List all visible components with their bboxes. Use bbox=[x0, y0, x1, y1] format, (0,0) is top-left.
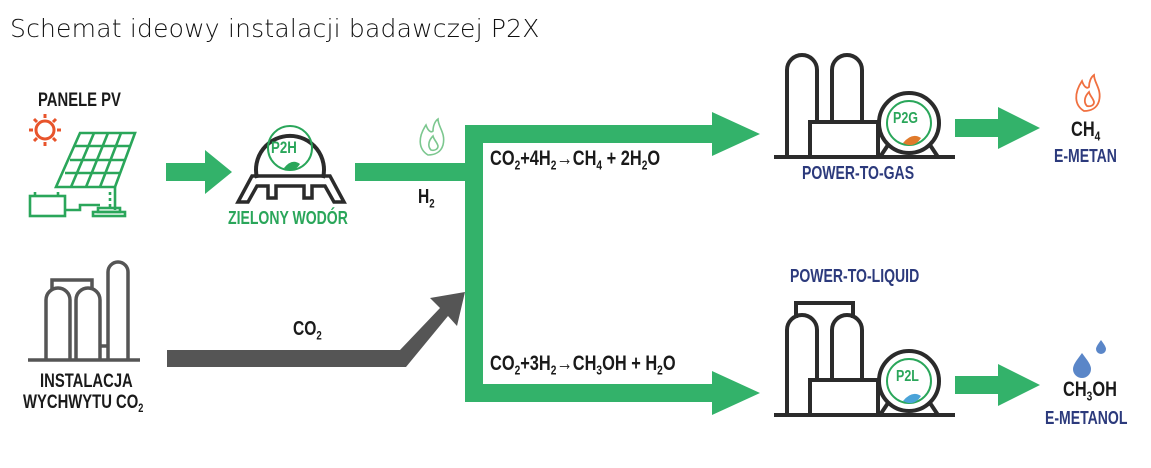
co2-capture-label-line1: INSTALACJA bbox=[40, 371, 133, 392]
rx-part: +4H bbox=[520, 147, 551, 170]
gas-plant-icon bbox=[774, 53, 955, 159]
co2-main: CO bbox=[293, 318, 317, 340]
ch4-sub: 4 bbox=[1094, 128, 1101, 144]
rx-part: O bbox=[647, 147, 661, 170]
liquid-plant-icon bbox=[774, 301, 955, 417]
co2-capture-label-line2: WYCHWYTU CO2 bbox=[23, 392, 143, 414]
methanol-reaction: CO2+3H2→CH3OH + H2O bbox=[490, 352, 676, 378]
rx-part: O bbox=[662, 352, 676, 375]
solar-panel-icon bbox=[28, 131, 137, 218]
rx-sub: 2 bbox=[657, 362, 663, 378]
h2-label-sub: 2 bbox=[429, 196, 435, 211]
co2-capture-sub: 2 bbox=[138, 402, 144, 416]
h2-label-main: H bbox=[418, 186, 430, 208]
electrolyzer-icon bbox=[235, 125, 347, 204]
rx-part: CH bbox=[572, 352, 597, 375]
p2h-label: ZIELONY WODÓR bbox=[228, 208, 348, 228]
arrow-pv-to-p2h bbox=[166, 150, 232, 194]
flame-icon bbox=[1075, 73, 1101, 112]
arrow-p2l-to-methanol bbox=[955, 364, 1040, 406]
methane-formula: CH4 bbox=[1071, 118, 1101, 144]
methanol-label: E-METANOL bbox=[1045, 408, 1128, 428]
pv-label: PANELE PV bbox=[38, 90, 121, 111]
co2-arrow bbox=[167, 292, 465, 367]
rx-arrow: → bbox=[556, 147, 573, 170]
industrial-tanks-icon bbox=[28, 260, 140, 362]
rx-part: +3H bbox=[520, 352, 551, 375]
p2g-badge: P2G bbox=[893, 110, 918, 127]
page-title: Schemat ideowy instalacji badawczej P2X bbox=[10, 14, 540, 43]
co2-capture-main: WYCHWYTU CO bbox=[23, 392, 139, 413]
rx-part: OH + H bbox=[602, 352, 658, 375]
p2g-leaf bbox=[903, 135, 921, 146]
h2-label: H2 bbox=[418, 186, 435, 211]
rx-arrow: → bbox=[556, 352, 573, 375]
rx-part: CH bbox=[572, 147, 597, 170]
p2l-badge: P2L bbox=[896, 368, 919, 385]
droplets-icon bbox=[1073, 340, 1106, 378]
methanation-reaction: CO2+4H2→CH4 + 2H2O bbox=[490, 147, 661, 173]
p2h-badge: P2H bbox=[271, 138, 297, 157]
rx-sub: 2 bbox=[550, 157, 557, 173]
rx-sub: 4 bbox=[596, 157, 603, 173]
rx-part: CO bbox=[490, 352, 515, 375]
ch3oh-b: OH bbox=[1092, 378, 1117, 401]
p2l-leaf bbox=[903, 393, 921, 404]
methane-label: E-METAN bbox=[1054, 146, 1117, 166]
co2-sub: 2 bbox=[316, 328, 322, 343]
arrow-p2g-to-methane bbox=[955, 107, 1040, 149]
p2l-label: POWER-TO-LIQUID bbox=[790, 266, 920, 286]
rx-part: + 2H bbox=[602, 147, 642, 170]
ch4-main: CH bbox=[1071, 118, 1095, 141]
rx-sub: 2 bbox=[514, 362, 521, 378]
green-flame-icon bbox=[419, 117, 445, 156]
h2-flow-network bbox=[355, 112, 760, 415]
rx-sub: 2 bbox=[514, 157, 521, 173]
ch3oh-a: CH bbox=[1063, 378, 1087, 401]
rx-sub: 2 bbox=[641, 157, 648, 173]
p2g-label: POWER-TO-GAS bbox=[802, 163, 915, 183]
rx-sub: 2 bbox=[550, 362, 557, 378]
rx-sub: 3 bbox=[596, 362, 603, 378]
sun-icon bbox=[29, 114, 61, 146]
methanol-formula: CH3OH bbox=[1063, 378, 1117, 404]
rx-part: CO bbox=[490, 147, 515, 170]
ch3oh-sub: 3 bbox=[1086, 388, 1093, 404]
co2-flow-label: CO2 bbox=[293, 318, 322, 343]
